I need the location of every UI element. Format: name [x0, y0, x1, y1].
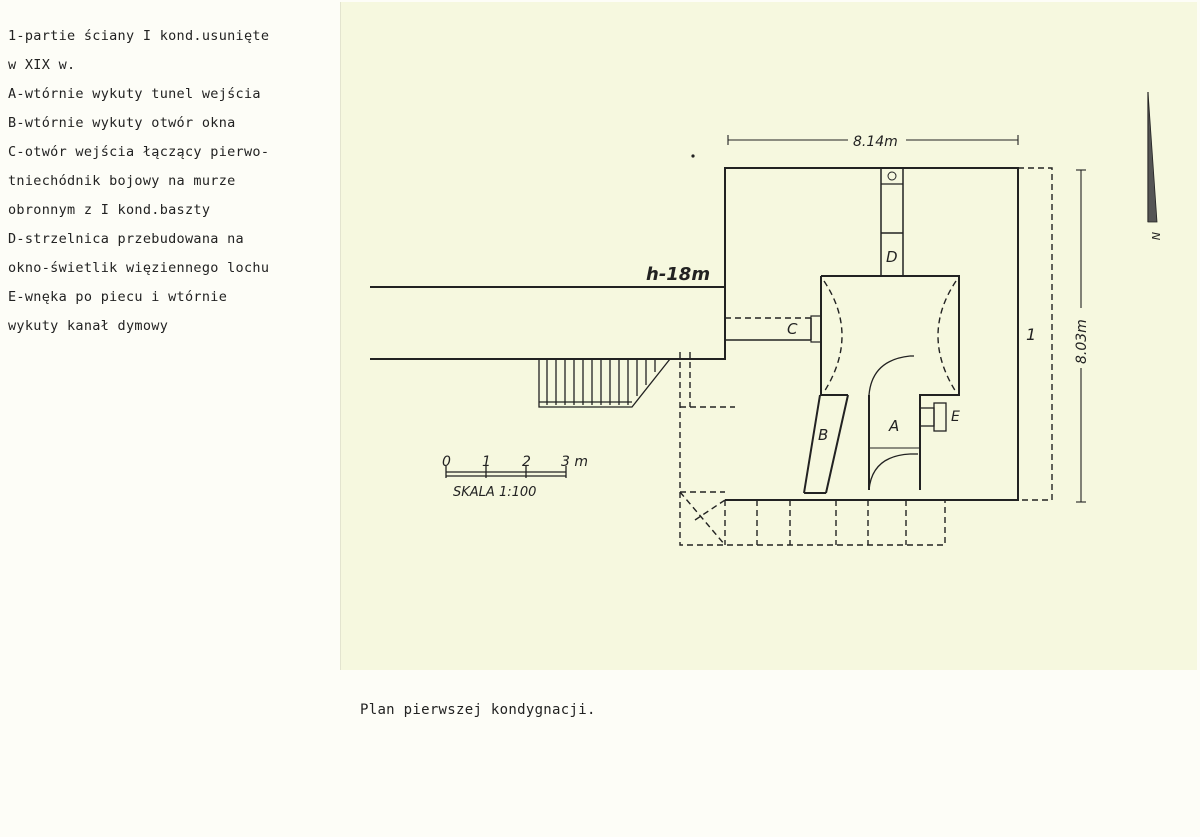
outer-wall [724, 167, 1019, 501]
scale-tick-3: 3 m [561, 454, 588, 470]
legend-line: D-strzelnica przebudowana na [8, 231, 244, 247]
removed-wall-1 [1018, 167, 1053, 501]
label-b: B [818, 426, 828, 444]
staircase [538, 358, 671, 408]
vault-arc-right [937, 280, 957, 393]
legend-line: w XIX w. [8, 57, 76, 73]
plan-caption: Plan pierwszej kondygnacji. [360, 702, 596, 718]
north-arrow [1147, 91, 1158, 223]
ink-dot [691, 154, 695, 158]
legend-list: 1-partie ściany I kond.usunięte w XIX w.… [8, 22, 338, 341]
scale-tick-2: 2 [522, 454, 531, 470]
scale-bar [445, 466, 567, 478]
scale-tick-1: 1 [482, 454, 491, 470]
drawing-paper [340, 2, 1197, 670]
removed-cells [679, 352, 907, 546]
label-a: A [888, 417, 899, 435]
legend-line: C-otwór wejścia łączący pierwo- [8, 144, 270, 160]
level-label: h-18m [646, 264, 710, 285]
scale-tick-0: 0 [442, 454, 451, 470]
shaft-symbol [887, 171, 897, 181]
removed-foundation [679, 352, 946, 546]
height-dim-mask [1071, 308, 1091, 368]
door-arc-upper [868, 355, 911, 396]
opening-c [725, 318, 812, 341]
legend-line: E-wnęka po piecu i wtórnie [8, 289, 228, 305]
width-dimension-label: 8.14m [853, 134, 898, 150]
legend-line: B-wtórnie wykuty otwór okna [8, 115, 236, 131]
vault-arc-left [823, 280, 843, 393]
label-d: D [886, 248, 898, 266]
window-shaft-d [880, 168, 904, 276]
scale-label: SKALA 1:100 [453, 485, 536, 500]
legend-line: obronnym z I kond.baszty [8, 202, 211, 218]
niche-e-flue [933, 402, 947, 432]
width-dim-mask [848, 130, 906, 150]
label-1: 1 [1026, 325, 1036, 344]
window-b [803, 394, 849, 494]
label-e: E [951, 409, 960, 425]
door-arc-lower [868, 453, 911, 491]
legend-line: 1-partie ściany I kond.usunięte [8, 28, 270, 44]
label-c: C [787, 320, 798, 338]
legend-line: A-wtórnie wykuty tunel wejścia [8, 86, 261, 102]
legend-line: okno-świetlik więziennego lochu [8, 260, 270, 276]
north-label: N [1149, 232, 1162, 240]
niche-e [919, 407, 935, 427]
height-dimension-label: 8.03m [1074, 319, 1090, 364]
opening-c-niche [810, 315, 822, 343]
tunnel-a [868, 395, 921, 490]
legend-line: tniechódnik bojowy na murze [8, 173, 236, 189]
legend-line: wykuty kanał dymowy [8, 318, 169, 334]
